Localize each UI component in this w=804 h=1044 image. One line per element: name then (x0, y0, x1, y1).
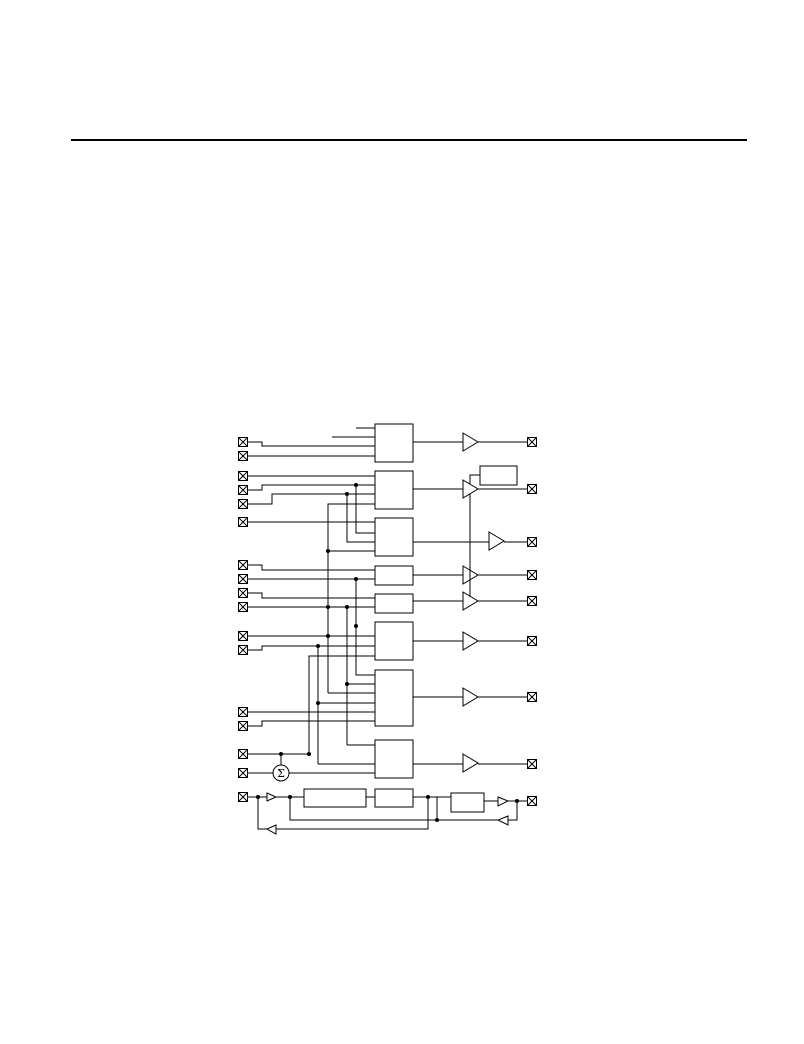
output-pin-icon (527, 759, 537, 769)
input-pin-icon (238, 768, 248, 778)
input-pin-icon (238, 645, 248, 655)
small-buffer-reverse-icon (496, 815, 509, 826)
header-rule (71, 139, 747, 141)
bottom-block-mid (374, 788, 414, 808)
output-pin-icon (527, 484, 537, 494)
amplifier-icon (462, 631, 479, 651)
input-pin-icon (238, 437, 248, 447)
input-pin-icon (238, 721, 248, 731)
block-8 (374, 739, 414, 779)
wires (248, 427, 527, 830)
amplifier-icon (462, 753, 479, 773)
input-pin-icon (238, 574, 248, 584)
output-pin-icon (527, 437, 537, 447)
input-pin-icon (238, 485, 248, 495)
amplifier-icon (462, 687, 479, 707)
bottom-block-wide (303, 788, 367, 808)
block-5 (374, 593, 414, 614)
block-7 (374, 669, 414, 727)
bottom-block-right (450, 792, 485, 813)
output-pin-icon (527, 692, 537, 702)
output-pin-icon (527, 596, 537, 606)
summing-junction: Σ (272, 764, 290, 782)
amplifier-icon (462, 432, 479, 452)
input-pin-icon (238, 588, 248, 598)
output-pin-icon (527, 796, 537, 806)
input-pin-icon (238, 792, 248, 802)
junction-dots (256, 483, 519, 822)
output-pin-icon (527, 636, 537, 646)
input-pin-icon (238, 749, 248, 759)
block-1 (374, 423, 414, 463)
functional-blocks (303, 423, 518, 813)
block-6 (374, 621, 414, 661)
output-pin-icon (527, 537, 537, 547)
summing-junction-symbol: Σ (277, 767, 285, 780)
amplifier-icon (488, 531, 505, 551)
block-2 (374, 470, 414, 510)
small-buffer-icon (497, 796, 510, 807)
small-buffer-reverse-icon (265, 824, 277, 835)
input-pin-icon (238, 451, 248, 461)
input-pin-icon (238, 499, 248, 509)
small-buffer-icon (266, 792, 278, 802)
block-3 (374, 517, 414, 557)
small-block-top (479, 465, 518, 486)
pins (238, 437, 537, 806)
block-4 (374, 565, 414, 586)
input-pin-icon (238, 602, 248, 612)
input-pin-icon (238, 707, 248, 717)
output-pin-icon (527, 570, 537, 580)
input-pin-icon (238, 517, 248, 527)
input-pin-icon (238, 471, 248, 481)
input-pin-icon (238, 631, 248, 641)
input-pin-icon (238, 560, 248, 570)
